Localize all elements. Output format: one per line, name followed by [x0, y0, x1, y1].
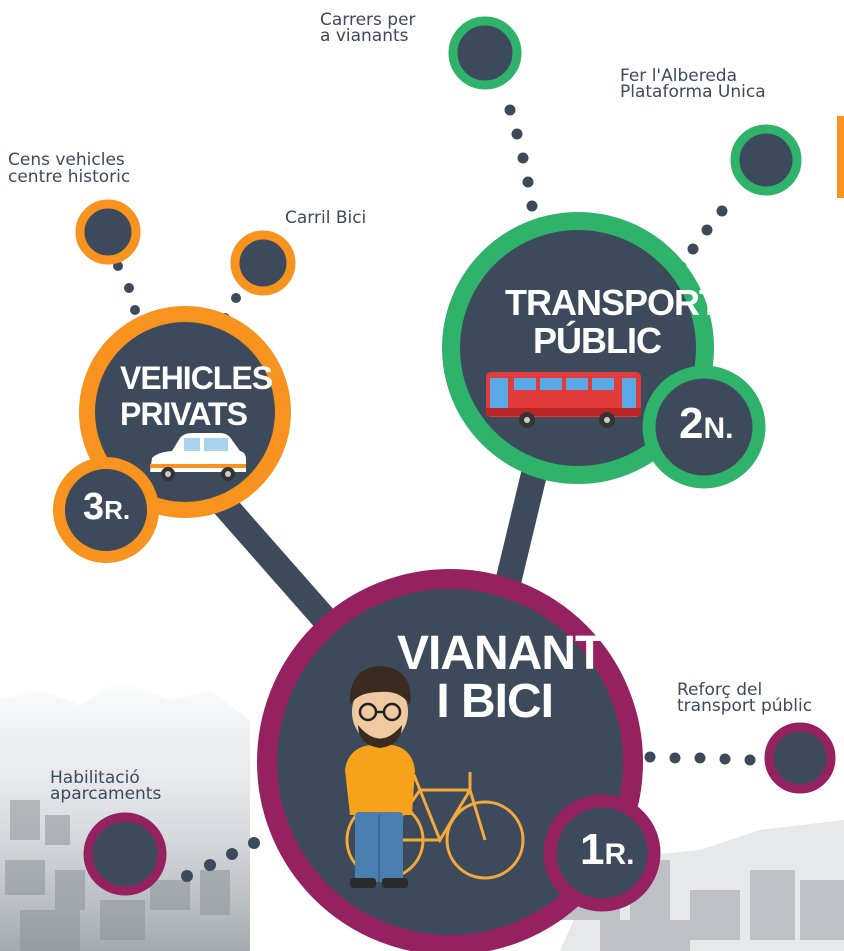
connector-transport-to-walk — [492, 457, 548, 608]
hub-title-private-vehicles: VEHICLES PRIVATS — [120, 360, 273, 432]
label-line: a vianants — [320, 26, 409, 46]
rank-number: 1 — [580, 825, 605, 874]
satellite-parking — [83, 812, 167, 896]
satellite-bike-lane — [230, 230, 296, 296]
label-line: Habilitació — [50, 768, 140, 788]
hub-title-public-transport: TRANSPORT PÚBLIC — [505, 282, 721, 361]
hub-title-line: VIANANT — [397, 627, 604, 680]
rank-label-3: 3R. — [83, 488, 130, 526]
rank-badge-1 — [543, 794, 661, 912]
satellite-pedestrian-streets — [448, 16, 522, 90]
accent-bar — [837, 116, 844, 198]
hub-public-transport — [442, 212, 766, 489]
label-line: Cens vehicles — [8, 150, 125, 170]
satellite-circles — [75, 16, 836, 896]
satellite-reinforce-transport — [764, 722, 836, 794]
hub-title-line: VEHICLES — [120, 360, 273, 396]
dots-reinforce — [644, 751, 756, 766]
label-line: Plataforma Unica — [620, 82, 766, 102]
hub-walk-bike — [257, 569, 661, 951]
rank-label-2: 2N. — [679, 402, 733, 446]
dots-pedestrian — [504, 104, 538, 212]
hub-private-vehicles — [53, 306, 291, 563]
red-bus-icon — [486, 372, 641, 428]
label-alameda: Fer l'Albereda Plataforma Unica — [620, 66, 766, 102]
rank-number: 2 — [679, 399, 704, 448]
label-census: Cens vehicles centre historic — [8, 152, 130, 186]
rank-label-1: 1R. — [580, 828, 634, 872]
label-bike-lane: Carril Bici — [285, 210, 366, 227]
connector-private-to-walk — [207, 487, 343, 638]
hub-title-line: PÚBLIC — [533, 320, 662, 361]
label-line: Fer l'Albereda — [620, 66, 737, 86]
hub-title-line: I BICI — [436, 675, 554, 728]
label-parking: Habilitació aparcaments — [50, 768, 162, 804]
label-line: transport públic — [677, 696, 813, 716]
cyclist-with-bicycle-icon — [345, 666, 525, 888]
label-reinforce-transport: Reforç del transport públic — [677, 680, 813, 716]
label-line: Carrers per — [320, 10, 416, 30]
rank-badge-3 — [53, 457, 159, 563]
hub-title-line: TRANSPORT — [505, 282, 721, 323]
rank-badge-2 — [642, 365, 766, 489]
satellite-census — [75, 199, 141, 265]
hub-connectors — [207, 457, 548, 638]
rank-number: 3 — [83, 486, 105, 528]
city-background — [0, 680, 844, 951]
rank-suffix: R. — [604, 838, 635, 871]
dots-parking — [181, 837, 260, 882]
satellite-alameda — [730, 124, 802, 196]
label-line: centre historic — [8, 167, 131, 187]
rank-suffix: R. — [104, 495, 131, 525]
label-line: aparcaments — [50, 784, 162, 804]
label-line: Reforç del — [677, 680, 763, 700]
rank-suffix: N. — [703, 412, 734, 445]
white-car-icon — [150, 433, 246, 481]
hub-title-line: PRIVATS — [120, 396, 248, 432]
label-pedestrian-streets: Carrers per a vianants — [320, 10, 416, 46]
label-line: Carril Bici — [285, 208, 367, 228]
hub-title-walk-bike: VIANANT I BICI — [397, 627, 604, 728]
dots-census — [113, 261, 140, 315]
